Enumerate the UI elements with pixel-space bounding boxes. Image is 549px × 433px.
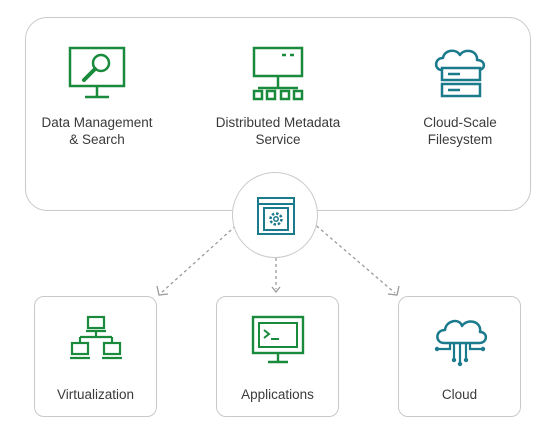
platform-hub — [232, 172, 318, 258]
terminal-monitor-icon — [251, 315, 304, 364]
arrow-center-icon — [271, 286, 281, 294]
cloud-server-icon — [434, 49, 486, 98]
target-applications: Applications — [216, 296, 339, 417]
target-virtualization: Virtualization — [34, 296, 157, 417]
arrow-right-icon — [387, 285, 400, 296]
feature-label: Data Management & Search — [41, 115, 153, 147]
network-computers-icon — [69, 315, 122, 360]
distributed-nodes-icon — [252, 46, 304, 101]
feature-label: Cloud-Scale Filesystem — [423, 115, 497, 147]
monitor-magnifier-icon — [68, 46, 126, 99]
cloud-connect-icon — [434, 319, 487, 367]
feature-data-management: Data Management & Search — [12, 46, 182, 148]
target-label: Applications — [241, 387, 314, 402]
feature-cloud-filesystem: Cloud-Scale Filesystem — [375, 46, 545, 148]
target-label: Cloud — [441, 387, 478, 402]
feature-metadata-service: Distributed Metadata Service — [193, 46, 363, 148]
target-cloud: Cloud — [398, 296, 521, 417]
gear-window-icon — [257, 197, 295, 235]
target-label: Virtualization — [56, 387, 135, 402]
arrow-left-icon — [156, 285, 169, 296]
feature-label: Distributed Metadata Service — [215, 115, 341, 147]
